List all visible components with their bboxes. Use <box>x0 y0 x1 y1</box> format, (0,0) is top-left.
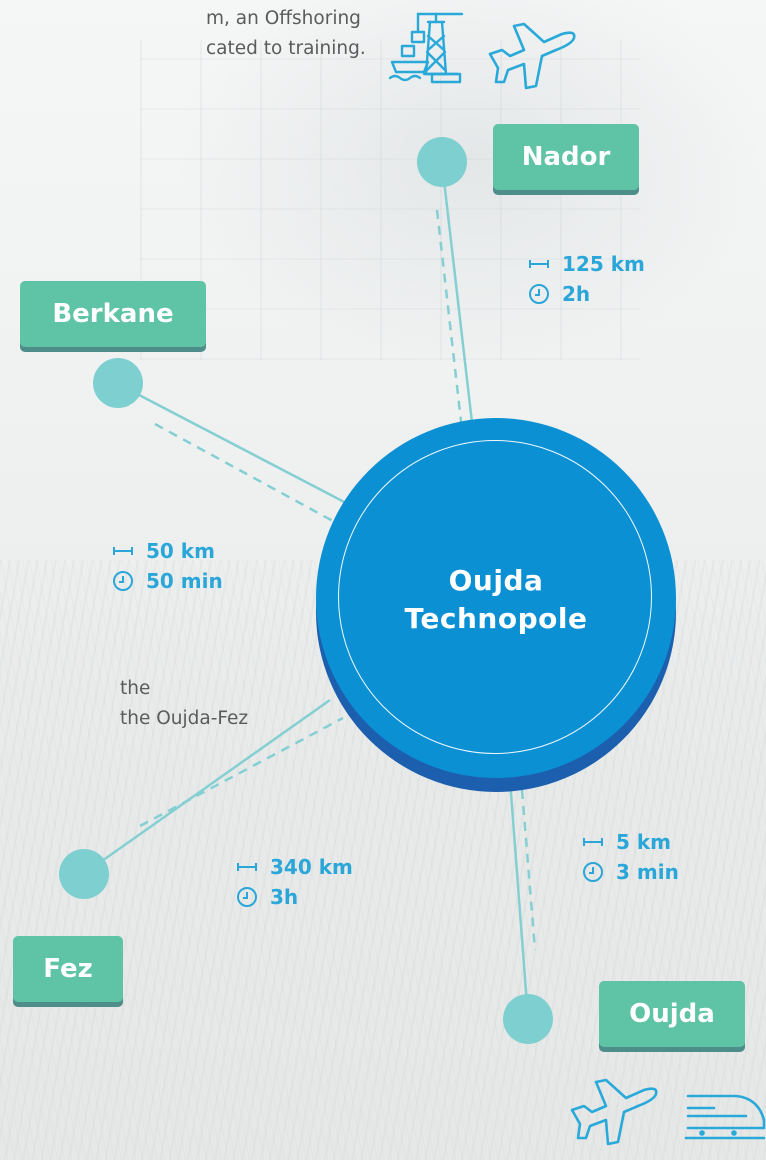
clock-icon <box>113 571 133 591</box>
distance-icon <box>237 863 257 871</box>
connector-berkane-dashed <box>154 422 343 528</box>
clock-icon <box>529 284 549 304</box>
connector-nador-dashed <box>435 209 464 431</box>
distance-value: 125 km <box>562 252 645 276</box>
distance-icon <box>529 260 549 268</box>
distance-value: 5 km <box>616 830 672 854</box>
connector-fez-dashed <box>139 716 344 828</box>
label-fez: Fez <box>13 936 123 1002</box>
distance-icon <box>113 547 133 555</box>
building-silhouette <box>140 40 640 360</box>
connector-oujda-dashed <box>520 789 537 951</box>
stats-oujda: 5 km 3 min <box>582 827 679 887</box>
connector-oujda <box>508 779 530 1019</box>
intro-text-line: cated to training. <box>206 38 366 59</box>
clock-icon <box>583 862 603 882</box>
node-oujda <box>503 994 553 1044</box>
connector-berkane <box>117 382 351 507</box>
connector-nador <box>440 162 476 441</box>
label-berkane: Berkane <box>20 281 206 347</box>
airplane-icon <box>488 22 576 90</box>
intro-text-line: m, an Offshoring <box>206 8 361 29</box>
airplane-icon <box>570 1078 658 1146</box>
label-nador: Nador <box>493 124 639 190</box>
intro-text-line: the <box>120 678 151 699</box>
stats-berkane: 50 km 50 min <box>112 536 223 596</box>
hub-title-line2: Technopole <box>404 602 588 635</box>
time-value: 50 min <box>146 569 223 593</box>
stats-fez: 340 km 3h <box>236 852 353 912</box>
train-icon <box>684 1094 766 1140</box>
node-nador <box>417 137 467 187</box>
clock-icon <box>237 887 257 907</box>
distance-value: 50 km <box>146 539 215 563</box>
distance-icon <box>583 838 603 846</box>
hub-ring <box>338 440 652 754</box>
intro-text-line: the Oujda-Fez <box>120 708 249 729</box>
time-value: 2h <box>562 282 591 306</box>
time-value: 3 min <box>616 860 679 884</box>
node-berkane <box>93 358 143 408</box>
label-oujda: Oujda <box>599 981 745 1047</box>
stats-nador: 125 km 2h <box>528 249 645 309</box>
distance-value: 340 km <box>270 855 353 879</box>
time-value: 3h <box>270 885 299 909</box>
hub-title: Oujda Technopole <box>346 562 646 638</box>
connector-fez <box>84 698 331 875</box>
node-fez <box>59 849 109 899</box>
port-crane-icon <box>388 12 464 84</box>
hub-title-line1: Oujda <box>448 564 544 597</box>
